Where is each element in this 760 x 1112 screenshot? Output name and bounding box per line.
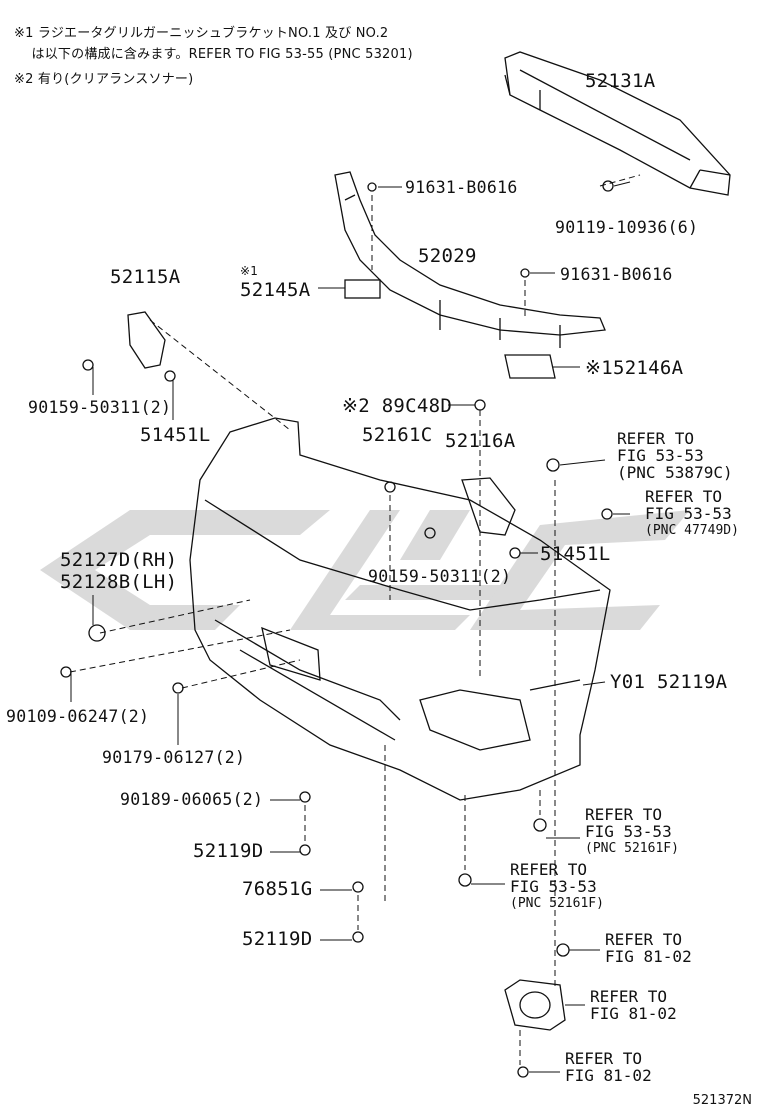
bumper-cover	[189, 417, 611, 801]
ref-line: FIG 81-02	[605, 947, 692, 966]
ref-callout-53879C[interactable]: REFER TO FIG 53-53 (PNC 53879C)	[617, 430, 733, 481]
part-label-90109[interactable]: 90109-06247(2)	[6, 707, 150, 726]
part-label-52131A[interactable]: 52131A	[585, 70, 656, 92]
part-label-51451L-b[interactable]: 51451L	[540, 543, 611, 565]
part-label-51451L-a[interactable]: 51451L	[140, 424, 211, 446]
part-label-90119[interactable]: 90119-10936(6)	[555, 218, 699, 237]
ref-line: FIG 81-02	[565, 1066, 652, 1085]
note-2: ※2 有り(クリアランスソナー)	[14, 72, 194, 87]
ref-line: FIG 53-53	[585, 822, 672, 841]
ref-line: REFER TO	[590, 987, 668, 1006]
ref-line: FIG 53-53	[510, 877, 597, 896]
ref-line: FIG 53-53	[617, 446, 704, 465]
part-label-90189[interactable]: 90189-06065(2)	[120, 790, 264, 809]
part-label-52119D-a[interactable]: 52119D	[193, 840, 264, 862]
part-label-90159-a[interactable]: 90159-50311(2)	[28, 398, 172, 417]
license-bracket	[261, 626, 321, 681]
bumper-reinforcement	[504, 51, 731, 196]
ref-line: REFER TO	[510, 860, 588, 879]
ref-line: FIG 81-02	[590, 1004, 677, 1023]
part-label-52127D[interactable]: 52127D(RH)	[60, 549, 178, 571]
part-label-52029[interactable]: 52029	[418, 245, 477, 267]
part-label-52145A[interactable]: 52145A	[240, 279, 311, 301]
ref-line: (PNC 53879C)	[617, 463, 733, 482]
ref-callout-47749D[interactable]: REFER TO FIG 53-53 (PNC 47749D)	[645, 488, 739, 539]
ref-pnc: (PNC 47749D)	[645, 523, 739, 538]
bracket-52115A	[127, 311, 166, 369]
diagram-code: 521372N	[692, 1093, 752, 1108]
ref-line: FIG 53-53	[645, 504, 732, 523]
ref-line: REFER TO	[645, 487, 723, 506]
part-label-52119A[interactable]: Y01 52119A	[610, 671, 728, 693]
fog-lamp	[504, 979, 566, 1031]
ref-line: REFER TO	[565, 1049, 643, 1068]
fasteners	[60, 180, 614, 1078]
fog-lamp-recess	[419, 689, 531, 751]
part-label-52161C[interactable]: 52161C	[362, 424, 433, 446]
ref-callout-81-02-b[interactable]: REFER TO FIG 81-02	[590, 988, 677, 1022]
ref-line: REFER TO	[585, 805, 663, 824]
part-label-52115A[interactable]: 52115A	[110, 266, 181, 288]
part-label-76851G[interactable]: 76851G	[242, 878, 313, 900]
ref-line: REFER TO	[605, 930, 683, 949]
part-label-52119D-b[interactable]: 52119D	[242, 928, 313, 950]
part-label-89C48D[interactable]: ※2 89C48D	[342, 395, 453, 417]
part-label-90179[interactable]: 90179-06127(2)	[102, 748, 246, 767]
ref-callout-52161F-b[interactable]: REFER TO FIG 53-53 (PNC 52161F)	[510, 861, 604, 912]
bracket-52146A	[504, 354, 556, 379]
note-1: ※1 ラジエータグリルガーニッシュブラケットNO.1 及び NO.2	[14, 26, 389, 41]
ref-pnc: (PNC 52161F)	[585, 841, 679, 856]
part-label-91631-a[interactable]: 91631-B0616	[405, 178, 518, 197]
part-label-52128B[interactable]: 52128B(LH)	[60, 571, 178, 593]
bracket-52145A	[344, 279, 381, 299]
ref-callout-81-02-a[interactable]: REFER TO FIG 81-02	[605, 931, 692, 965]
bracket-52116A	[461, 477, 516, 536]
note-mark-52145A: ※1	[240, 264, 259, 278]
ref-callout-52161F-a[interactable]: REFER TO FIG 53-53 (PNC 52161F)	[585, 806, 679, 857]
part-label-91631-b[interactable]: 91631-B0616	[560, 265, 673, 284]
part-label-90159-b[interactable]: 90159-50311(2)	[368, 567, 512, 586]
note-1-cont: は以下の構成に含みます。REFER TO FIG 53-55 (PNC 5320…	[14, 47, 413, 62]
part-label-52146A[interactable]: ※152146A	[585, 357, 684, 379]
ref-pnc: (PNC 52161F)	[510, 896, 604, 911]
ref-callout-81-02-c[interactable]: REFER TO FIG 81-02	[565, 1050, 652, 1084]
part-label-52116A[interactable]: 52116A	[445, 430, 516, 452]
ref-line: REFER TO	[617, 429, 695, 448]
